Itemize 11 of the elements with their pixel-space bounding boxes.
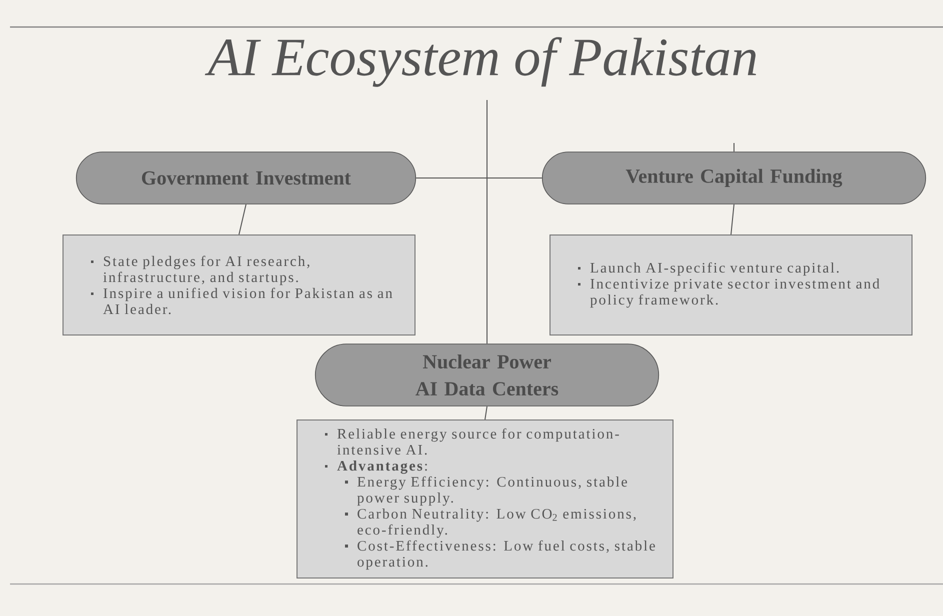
connector-line — [486, 100, 488, 344]
text-box: Reliable energy source for computation-intensive AI. Advantages: Energy Efficiency: Continuous, stable power supply. Carbon Neutrality: Low CO$_{2}$ emissions, eco-friendly. Cost-Effectiveness: Low fuel costs, stable operation. — [296, 420, 674, 578]
connector-line — [238, 204, 246, 235]
rounded-box: Nuclear Power AI Data Centers — [314, 344, 660, 406]
connector-line — [484, 406, 488, 420]
rounded-box: Government Investment — [76, 152, 416, 204]
rounded-box: Venture Capital Funding — [542, 152, 926, 204]
connector-line — [730, 204, 734, 235]
text-box: State pledges for AI research, infrastructure, and startups. Inspire a unified vision for Pakistan as an AI leader. — [62, 234, 416, 336]
text-box: Launch AI-specific venture capital. Incentivize private sector investment and policy framework. — [550, 234, 912, 336]
title: AI Ecosystem of Pakistan — [204, 37, 756, 87]
